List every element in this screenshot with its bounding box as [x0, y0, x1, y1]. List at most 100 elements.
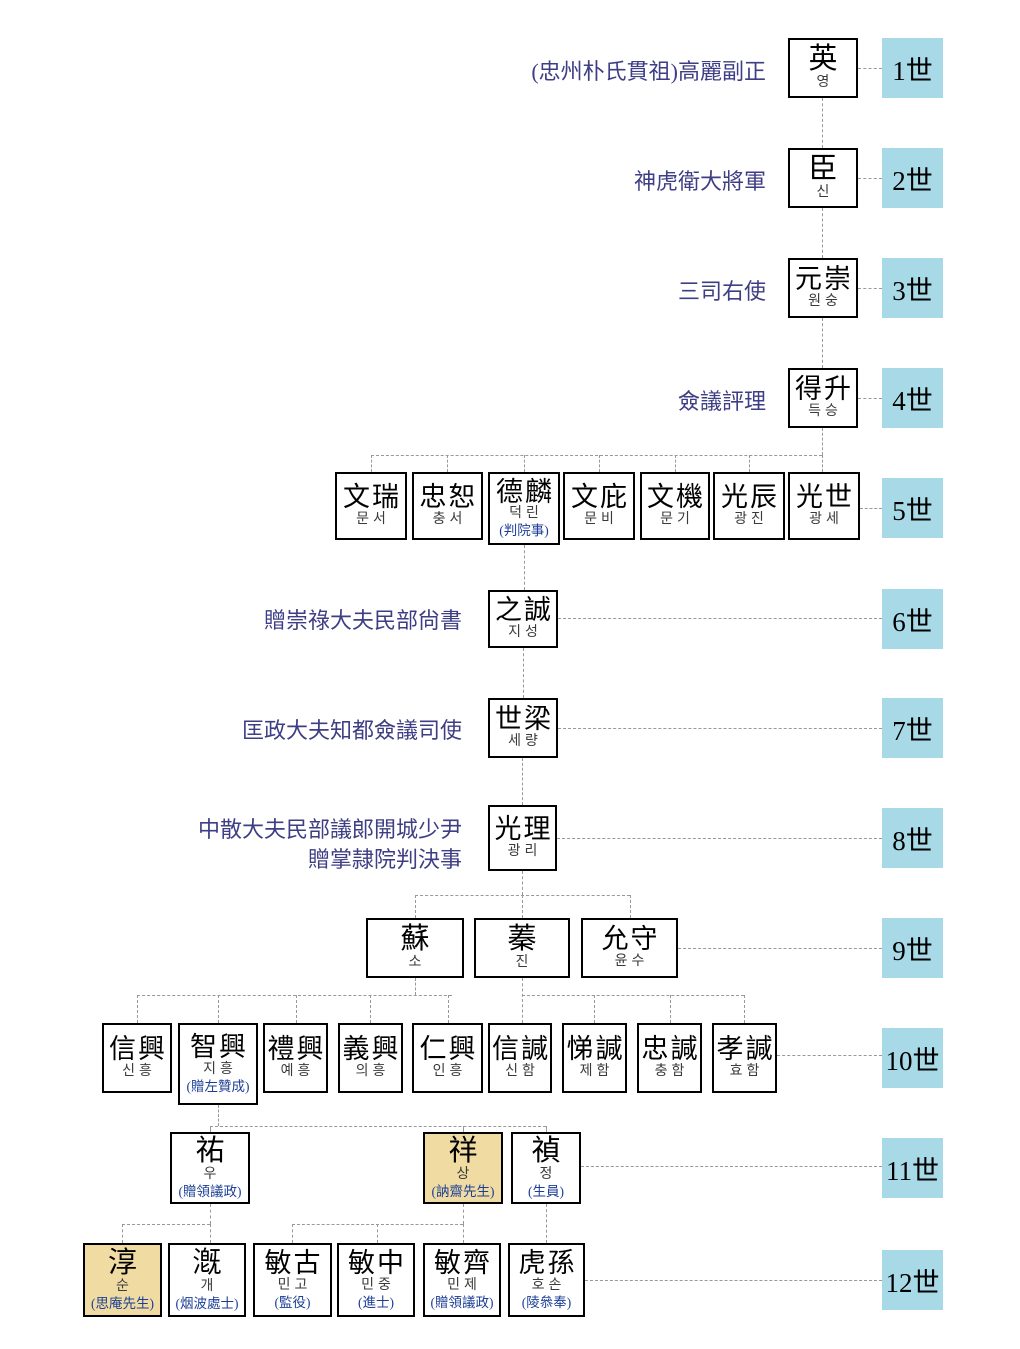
person-box-g5-gwangjin: 光辰 광진 — [713, 472, 785, 540]
person-hangul: 세량 — [508, 733, 542, 749]
person-box-g9-yunsu: 允守 윤수 — [581, 918, 678, 978]
gen-badge-1: 1世 — [882, 38, 943, 98]
person-hangul: 진 — [515, 954, 533, 970]
gen8-title-label: 中散大夫民部議郞開城少尹 贈掌隷院判決事 — [198, 815, 462, 874]
connector — [585, 1280, 882, 1281]
person-hangul: 영 — [816, 74, 834, 90]
connector — [670, 995, 671, 1023]
person-box-g11-sang: 祥 상 (訥齋先生) — [423, 1132, 503, 1204]
person-hangul: 민중 — [361, 1277, 395, 1293]
connector — [522, 995, 744, 996]
connector — [137, 995, 138, 1023]
person-hangul: 신 — [816, 184, 834, 200]
person-box-g10-jiheung: 智興 지흥 (贈左贊成) — [178, 1023, 258, 1105]
person-hanja: 蘇 — [400, 923, 430, 956]
person-box-g12-minjung: 敏中 민중 (進士) — [337, 1243, 415, 1317]
person-hanja: 光理 — [494, 814, 553, 845]
person-box-g10-inheung: 仁興 인흥 — [412, 1023, 483, 1093]
person-hanja: 信興 — [109, 1034, 167, 1065]
connector — [858, 68, 882, 69]
person-hangul: 광진 — [734, 511, 768, 527]
gen3-title-label: 三司右使 — [677, 279, 766, 304]
person-box-g10-uiheung: 義興 의흥 — [338, 1023, 403, 1093]
person-box-g10-yeheung: 禮興 예흥 — [263, 1023, 328, 1093]
connector — [599, 455, 600, 472]
connector — [447, 455, 448, 472]
person-hangul: 신함 — [505, 1063, 539, 1079]
connector — [822, 428, 823, 455]
connector — [210, 1126, 211, 1132]
connector — [218, 995, 219, 1023]
person-hanja: 悌諴 — [566, 1034, 625, 1065]
gen-badge-12: 12世 — [882, 1250, 943, 1310]
person-box-g2-sin: 臣 신 — [788, 148, 858, 208]
person-hanja: 文庇 — [571, 482, 629, 513]
person-title-note: (陵叅奉) — [521, 1294, 572, 1310]
gen-badge-2: 2世 — [882, 148, 943, 208]
person-hanja: 臣 — [808, 153, 838, 186]
connector — [463, 1126, 464, 1132]
connector — [448, 995, 449, 1023]
person-hanja: 元崇 — [795, 264, 853, 295]
gen-badge-4: 4世 — [882, 368, 943, 428]
connector — [370, 995, 371, 1023]
person-hanja: 得升 — [795, 374, 853, 405]
person-box-g12-minje: 敏齊 민제 (贈領議政) — [423, 1243, 501, 1317]
connector — [463, 1224, 464, 1243]
person-box-g10-chungham: 忠諴 충함 — [637, 1023, 702, 1093]
gen-badge-3: 3世 — [882, 258, 943, 318]
person-hangul: 덕린 — [509, 506, 543, 522]
person-hangul: 광세 — [809, 511, 843, 527]
person-hanja: 忠諴 — [641, 1034, 700, 1065]
person-hangul: 효함 — [729, 1063, 764, 1079]
person-hanja: 虎孫 — [518, 1248, 577, 1279]
person-hangul: 문서 — [356, 511, 390, 527]
gen-badge-8: 8世 — [882, 808, 943, 868]
person-hanja: 智興 — [190, 1032, 248, 1063]
connector — [522, 871, 523, 895]
person-hanja: 信諴 — [492, 1034, 550, 1065]
person-hanja: 禎 — [531, 1135, 561, 1168]
gen-badge-5: 5世 — [882, 478, 943, 538]
person-box-g5-munseo: 文瑞 문서 — [335, 472, 407, 540]
person-hangul: 제함 — [579, 1063, 614, 1079]
person-hanja: 敏古 — [264, 1248, 323, 1279]
person-hanja: 漑 — [192, 1247, 222, 1280]
gen-badge-7: 7世 — [882, 698, 943, 758]
person-box-g12-sun: 淳 순 (思庵先生) — [83, 1243, 162, 1317]
gen-badge-6: 6世 — [882, 589, 943, 649]
gen7-title-label: 匡政大夫知都僉議司使 — [241, 718, 462, 743]
connector — [546, 1204, 547, 1243]
person-hangul: 우 — [203, 1166, 221, 1182]
person-box-g12-mingo: 敏古 민고 (監役) — [253, 1243, 332, 1317]
connector — [122, 1224, 123, 1243]
person-title-note: (贈領議政) — [430, 1294, 494, 1310]
person-title-note: (訥齋先生) — [431, 1183, 495, 1199]
connector — [463, 1204, 464, 1224]
person-hanja: 光世 — [796, 482, 854, 513]
person-hanja: 允守 — [601, 924, 660, 955]
person-hangul: 호손 — [531, 1277, 566, 1293]
person-hanja: 禮興 — [267, 1034, 326, 1065]
person-hangul: 충서 — [432, 511, 467, 527]
connector — [822, 208, 823, 258]
connector — [860, 508, 882, 509]
connector — [822, 455, 823, 472]
gen6-title-label: 贈崇祿大夫民部尙書 — [263, 608, 462, 633]
person-hangul: 순 — [116, 1278, 133, 1294]
person-hangul: 윤수 — [614, 953, 649, 969]
person-hangul: 정 — [539, 1166, 557, 1182]
person-box-g11-jeong: 禎 정 (生員) — [511, 1132, 581, 1204]
person-title-note: (思庵先生) — [91, 1295, 154, 1311]
connector — [557, 838, 882, 839]
person-box-g1-yeong: 英 영 — [788, 38, 858, 98]
connector — [210, 1126, 546, 1127]
connector — [415, 895, 416, 918]
gen8-title-line1: 中散大夫民部議郞開城少尹 — [197, 817, 462, 842]
connector — [858, 398, 882, 399]
person-hanja: 蓁 — [507, 923, 537, 956]
person-box-g9-jin: 蓁 진 — [474, 918, 570, 978]
person-hanja: 英 — [808, 43, 838, 76]
person-hanja: 文機 — [647, 482, 705, 513]
